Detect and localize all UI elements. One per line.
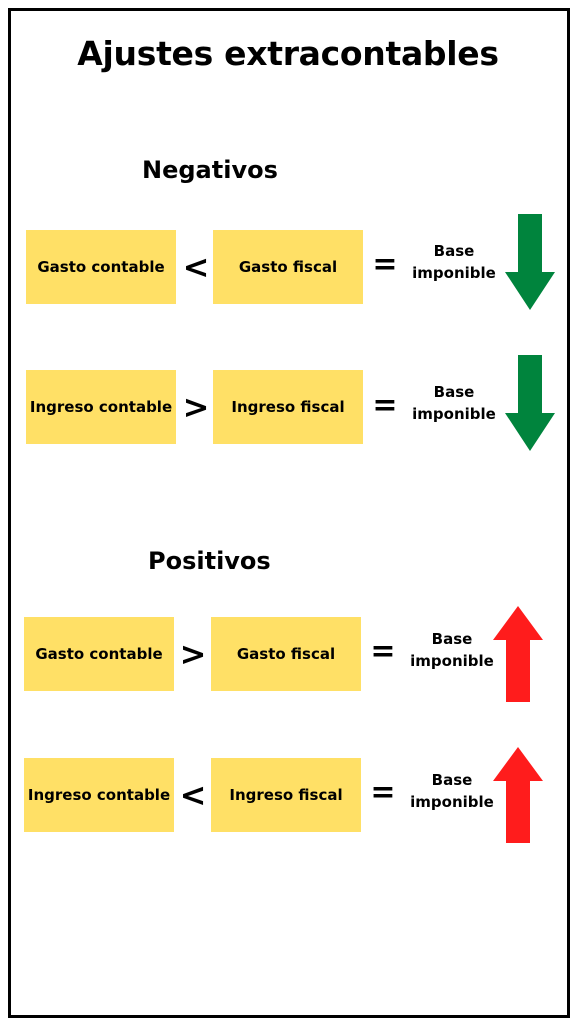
left-box: Gasto contable bbox=[26, 230, 176, 304]
page-title: Ajustes extracontables bbox=[77, 34, 499, 73]
left-box: Ingreso contable bbox=[24, 758, 174, 832]
result-label: Base imponible bbox=[402, 628, 502, 672]
result-line-1: Base bbox=[433, 242, 475, 260]
result-line-1: Base bbox=[431, 771, 473, 789]
arrow-down-icon bbox=[505, 214, 555, 310]
left-box: Gasto contable bbox=[24, 617, 174, 691]
equals-sign: = bbox=[370, 634, 396, 669]
right-box: Gasto fiscal bbox=[213, 230, 363, 304]
arrow-up-icon bbox=[493, 747, 543, 843]
less-than-operator: < bbox=[179, 776, 207, 814]
section-title-negative: Negativos bbox=[142, 156, 278, 184]
arrow-up-icon bbox=[493, 606, 543, 702]
equals-sign: = bbox=[372, 247, 398, 282]
right-box: Gasto fiscal bbox=[211, 617, 361, 691]
result-line-2: imponible bbox=[410, 793, 494, 811]
section-title-positive: Positivos bbox=[148, 547, 271, 575]
result-label: Base imponible bbox=[402, 769, 502, 813]
less-than-operator: < bbox=[182, 248, 210, 286]
result-line-2: imponible bbox=[410, 652, 494, 670]
equals-sign: = bbox=[370, 775, 396, 810]
result-label: Base imponible bbox=[404, 381, 504, 425]
right-box: Ingreso fiscal bbox=[211, 758, 361, 832]
result-label: Base imponible bbox=[404, 240, 504, 284]
arrow-down-icon bbox=[505, 355, 555, 451]
result-line-1: Base bbox=[433, 383, 475, 401]
result-line-1: Base bbox=[431, 630, 473, 648]
greater-than-operator: > bbox=[182, 388, 210, 426]
right-box: Ingreso fiscal bbox=[213, 370, 363, 444]
equals-sign: = bbox=[372, 388, 398, 423]
diagram-frame bbox=[8, 8, 570, 1018]
left-box: Ingreso contable bbox=[26, 370, 176, 444]
result-line-2: imponible bbox=[412, 264, 496, 282]
greater-than-operator: > bbox=[179, 635, 207, 673]
result-line-2: imponible bbox=[412, 405, 496, 423]
